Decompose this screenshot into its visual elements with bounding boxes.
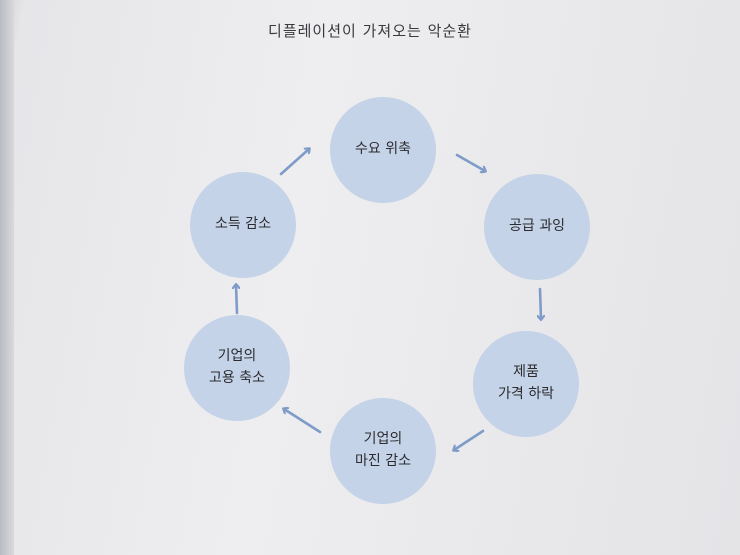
node-label: 공급 과잉: [509, 218, 565, 235]
node-employment-reduction: 기업의 고용 축소: [184, 315, 290, 421]
arrow-supply-to-price: [540, 287, 541, 319]
node-oversupply: 공급 과잉: [484, 174, 590, 280]
node-income-decrease: 소득 감소: [190, 172, 296, 278]
arrow-margin-to-employment: [284, 409, 322, 434]
node-label: 소득 감소: [215, 216, 271, 233]
node-label-line2: 고용 축소: [209, 370, 265, 386]
arrow-price-to-margin: [454, 429, 485, 450]
node-label-line2: 가격 하락: [498, 386, 554, 402]
arrow-demand-to-supply: [455, 153, 485, 171]
node-demand-contraction: 수요 위축: [330, 97, 436, 203]
node-price-decline: 제품 가격 하락: [473, 331, 579, 437]
node-label-line1: 제품: [513, 364, 539, 381]
node-label-line1: 기업의: [217, 348, 257, 365]
page-binding-edge: [0, 0, 14, 555]
node-label-line1: 기업의: [363, 431, 403, 448]
node-label: 수요 위축: [355, 141, 411, 158]
arrow-income-to-demand: [279, 149, 309, 176]
diagram-title: 디플레이션이 가져오는 악순환: [268, 22, 472, 40]
arrow-employment-to-income: [236, 285, 237, 315]
node-margin-decrease: 기업의 마진 감소: [330, 398, 436, 504]
node-label-line2: 마진 감소: [355, 453, 411, 469]
